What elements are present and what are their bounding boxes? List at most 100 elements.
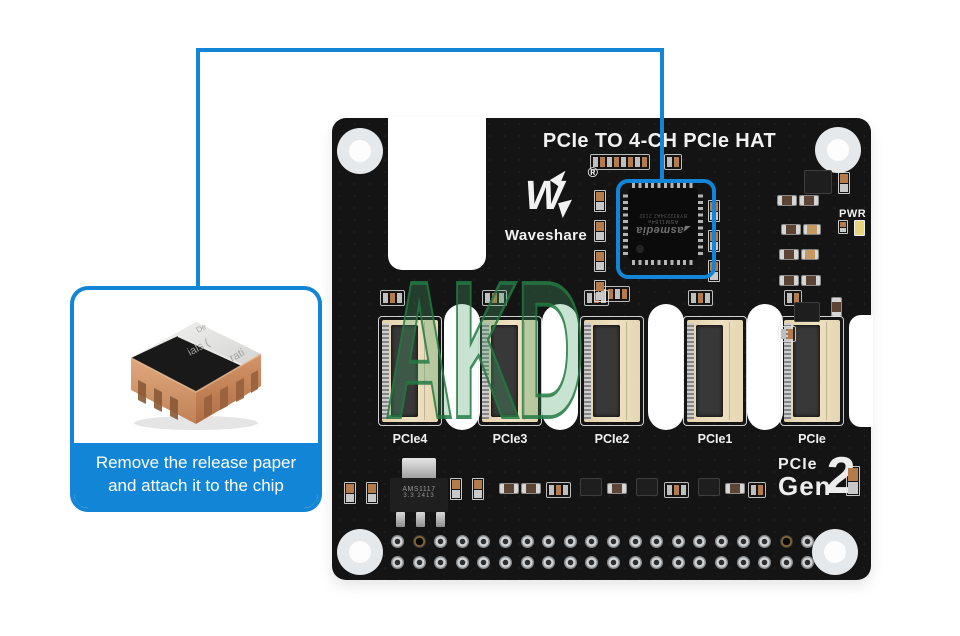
gpio-header-hole xyxy=(715,556,728,569)
smd-component xyxy=(781,224,801,235)
instruction-line-2: and attach it to the chip xyxy=(108,475,284,495)
gpio-header-hole xyxy=(801,535,815,548)
smd-component xyxy=(838,172,850,194)
ffc-connector-pcie4 xyxy=(378,316,442,426)
annotation-line-to-chip xyxy=(660,48,664,183)
chip-highlight-box xyxy=(616,179,716,279)
gpio-header-hole xyxy=(650,556,664,569)
gen-badge-pcie: PCIe xyxy=(778,456,818,473)
gpio-header-hole xyxy=(585,535,599,548)
smd-component xyxy=(366,482,378,504)
mounting-hole xyxy=(812,529,858,575)
smd-component xyxy=(846,466,860,496)
smd-component xyxy=(594,250,606,272)
gpio-header-hole xyxy=(607,535,620,548)
smd-component xyxy=(688,290,713,306)
smd-component xyxy=(607,483,627,494)
gpio-header-hole xyxy=(455,556,469,569)
waveshare-brand-block: ® W Waveshare xyxy=(488,164,604,244)
annotation-line-horizontal xyxy=(196,48,664,52)
regulator-voltage: 3.3 2413 xyxy=(403,493,435,499)
gpio-header-hole xyxy=(628,556,642,569)
gpio-header-hole xyxy=(650,535,664,548)
registered-trademark: ® xyxy=(587,164,598,180)
smd-component xyxy=(804,170,832,194)
regulator-part-number: AMS1117 xyxy=(402,486,436,493)
smd-component xyxy=(580,478,602,496)
regulator-ams1117: AMS1117 3.3 2413 xyxy=(390,478,448,512)
gpio-header-hole xyxy=(736,556,750,569)
instruction-line-1: Remove the release paper xyxy=(95,453,297,473)
chip-pin1-dot xyxy=(636,245,644,253)
smd-component xyxy=(784,290,802,306)
board-slot-cutout xyxy=(444,304,480,430)
smd-component xyxy=(779,249,799,260)
gpio-header-hole xyxy=(499,535,512,548)
gpio-header-hole xyxy=(455,535,469,548)
board-title: PCIe TO 4-CH PCIe HAT xyxy=(542,130,777,152)
gpio-header-hole xyxy=(542,556,556,569)
smd-component xyxy=(725,483,745,494)
gpio-header-hole xyxy=(542,535,556,548)
smd-component xyxy=(698,478,720,496)
smd-component xyxy=(838,220,848,234)
regulator-leg xyxy=(436,512,445,527)
smd-component xyxy=(590,154,650,170)
gpio-header-hole xyxy=(563,535,577,548)
gpio-header-hole xyxy=(607,556,620,569)
gpio-header-hole xyxy=(736,535,750,548)
gpio-header-hole xyxy=(434,556,448,569)
ffc-connector-pcie1 xyxy=(683,316,747,426)
gpio-header-hole xyxy=(477,556,491,569)
chip-pins xyxy=(632,260,694,265)
smd-component xyxy=(799,195,819,206)
mounting-hole xyxy=(815,127,861,173)
gpio-header-hole xyxy=(779,556,793,569)
gpio-header-hole xyxy=(585,556,599,569)
chip-pins xyxy=(623,193,628,255)
gpio-header-hole xyxy=(715,535,728,548)
board-slot-cutout xyxy=(648,304,684,430)
pwr-label: PWR xyxy=(839,208,867,220)
callout-instruction: Remove the release paper and attach it t… xyxy=(74,443,318,508)
smd-component xyxy=(748,482,766,498)
ffc-connector-pcie xyxy=(780,316,844,426)
mounting-hole xyxy=(337,529,383,575)
regulator-leg xyxy=(396,512,405,527)
gpio-header-hole xyxy=(391,556,404,569)
gpio-header-hole xyxy=(520,535,534,548)
smd-component xyxy=(779,275,799,286)
regulator-tab xyxy=(402,458,436,480)
gpio-header-hole xyxy=(412,535,426,548)
smd-component xyxy=(854,220,865,236)
chip-pins xyxy=(632,183,694,188)
smd-component xyxy=(594,220,606,242)
gpio-header-hole xyxy=(520,556,534,569)
mounting-hole xyxy=(337,128,383,174)
board-cutout-notch xyxy=(388,117,486,270)
connector-label: PCIe1 xyxy=(697,432,733,446)
smd-component xyxy=(521,483,541,494)
smd-component xyxy=(777,195,797,206)
gpio-header-hole xyxy=(671,535,685,548)
watermark-text: AKD xyxy=(384,240,586,459)
chip-pins xyxy=(698,193,703,255)
smd-component xyxy=(482,290,507,306)
regulator-leg xyxy=(416,512,425,527)
gpio-header-hole xyxy=(563,556,577,569)
smd-component xyxy=(794,302,820,322)
waveshare-logo-icon: W xyxy=(525,170,572,219)
heatsink-callout: De ials ( rati Remove the release paper … xyxy=(70,286,322,512)
smd-component xyxy=(594,280,606,302)
smd-component xyxy=(594,190,606,212)
gpio-header-hole xyxy=(758,535,772,548)
board-slot-cutout xyxy=(747,304,783,430)
smd-component xyxy=(380,290,405,306)
ffc-connector-pcie2 xyxy=(580,316,644,426)
connector-label: PCIe3 xyxy=(492,432,528,446)
smd-component xyxy=(344,482,356,504)
gpio-header-hole xyxy=(628,535,642,548)
gpio-header-hole xyxy=(693,535,707,548)
smd-component xyxy=(801,249,819,260)
